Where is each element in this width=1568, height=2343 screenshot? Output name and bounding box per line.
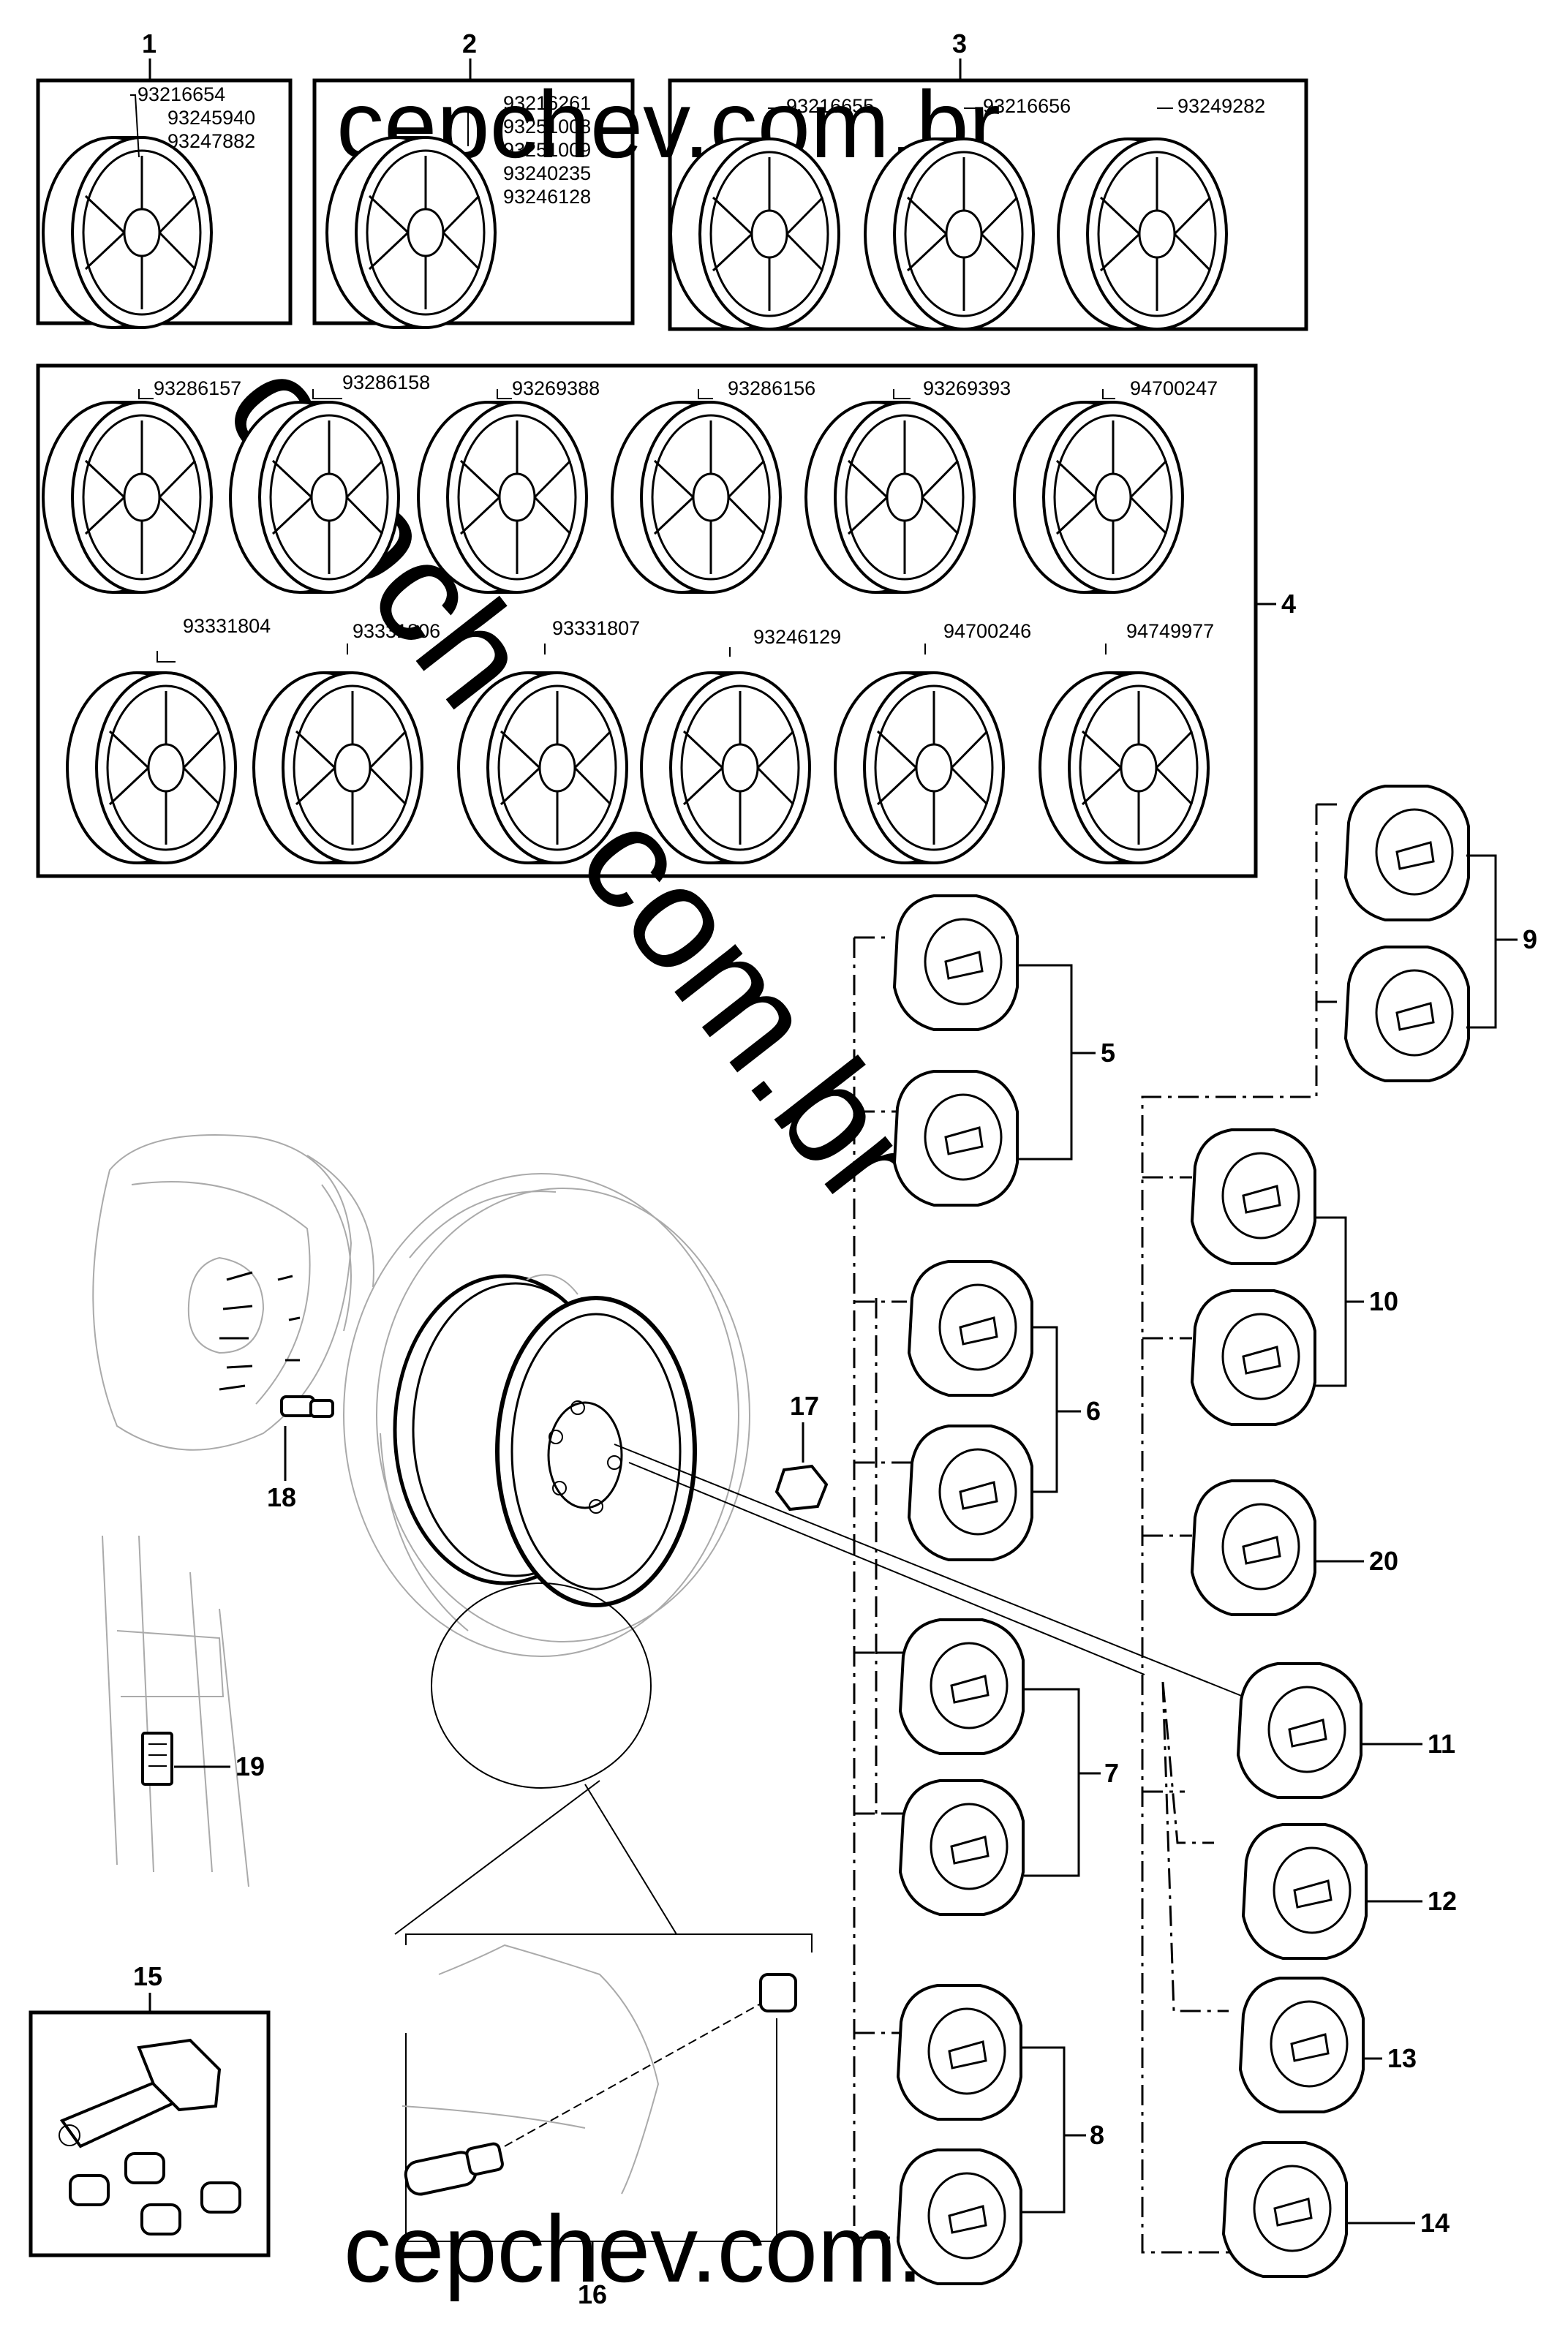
box-group-2: [312, 78, 635, 325]
box-wheel-lock-kit: [29, 2010, 271, 2257]
pn-3-2: 93216656: [983, 95, 1071, 117]
pn-4-12: 94749977: [1126, 620, 1214, 642]
ref-3: 3: [952, 29, 967, 59]
pn-2-5: 93246128: [503, 186, 591, 208]
detail-magnifier: [431, 1582, 652, 1789]
wheel-lock-key: [59, 2038, 222, 2148]
box-group-3: [668, 78, 1308, 331]
pn-3-1: 93216655: [786, 95, 874, 117]
pn-4-5: 93269393: [923, 377, 1011, 399]
valve-stem: [402, 1944, 797, 2196]
pn-2-4: 93240235: [503, 162, 591, 184]
pn-4-11: 94700246: [943, 620, 1031, 642]
ref-9: 9: [1523, 924, 1537, 954]
pn-4-2: 93286158: [342, 371, 430, 393]
ref-19: 19: [235, 1751, 265, 1781]
ref-14: 14: [1420, 2208, 1450, 2238]
lug-nut: [774, 1464, 829, 1512]
ref-1: 1: [142, 29, 157, 59]
lock-nuts: [69, 2152, 241, 2236]
ref-8: 8: [1090, 2120, 1104, 2150]
pn-4-4: 93286156: [728, 377, 815, 399]
ref-15: 15: [133, 1961, 162, 1991]
pn-4-1: 93286157: [154, 377, 241, 399]
pn-4-6: 94700247: [1130, 377, 1218, 399]
pn-4-8: 93331806: [353, 620, 440, 642]
pn-2-2: 93251008: [503, 116, 591, 137]
ref-6: 6: [1086, 1396, 1101, 1426]
pn-4-3: 93269388: [512, 377, 600, 399]
ref-20: 20: [1369, 1546, 1398, 1576]
ref-4: 4: [1281, 589, 1296, 619]
tire-and-rim: [343, 1173, 750, 1657]
centerline: [614, 1444, 1244, 1697]
pn-1-2: 93245940: [167, 107, 255, 129]
pn-4-10: 93246129: [753, 626, 841, 648]
door-pillar: [102, 1535, 249, 1887]
ref-10: 10: [1369, 1286, 1398, 1316]
ref-7: 7: [1104, 1758, 1119, 1788]
ref-17: 17: [790, 1391, 819, 1421]
pn-1-1: 93216654: [137, 83, 225, 105]
tire-placard: [141, 1732, 173, 1786]
ref-16: 16: [578, 2279, 607, 2309]
pn-1-3: 93247882: [167, 130, 255, 152]
pn-4-9: 93331807: [552, 617, 640, 639]
brake-assembly: [92, 1134, 374, 1451]
ref-18: 18: [267, 1482, 296, 1512]
pn-4-7: 93331804: [183, 615, 271, 637]
box-group-4: [36, 363, 1258, 878]
pn-2-1: 93216261: [503, 92, 591, 114]
cap-bracket-right: [1141, 804, 1318, 2254]
ref-2: 2: [462, 29, 477, 59]
pn-3-3: 93249282: [1177, 95, 1265, 117]
ref-12: 12: [1428, 1886, 1457, 1916]
pn-2-3: 93251009: [503, 139, 591, 161]
ref-11: 11: [1428, 1729, 1455, 1759]
watermark-bottom: cepchev.com.br: [344, 2195, 1008, 2302]
ref-13: 13: [1387, 2043, 1417, 2073]
ref-5: 5: [1101, 1038, 1115, 1068]
wheel-studs: [219, 1271, 334, 1418]
